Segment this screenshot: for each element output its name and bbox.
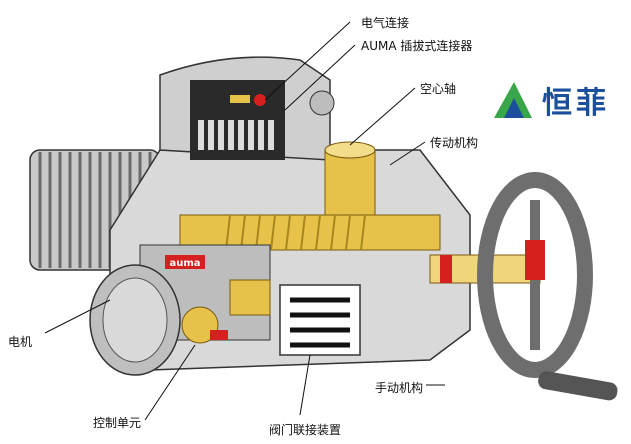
auma-plate: auma — [169, 258, 200, 269]
label-control-unit: 控制单元 — [90, 414, 145, 432]
worm-shaft — [179, 214, 541, 284]
label-hollow-shaft: 空心轴 — [417, 80, 460, 98]
label-electrical-connection: 电气连接 — [358, 14, 413, 32]
logo-text: 恒菲 — [542, 86, 610, 121]
motor-end-cover — [89, 264, 181, 376]
main-housing — [109, 56, 471, 371]
company-logo — [490, 70, 610, 126]
label-manual-mechanism: 手动机构 — [372, 379, 427, 397]
hollow-shaft — [324, 141, 376, 221]
label-transmission: 传动机构 — [427, 134, 482, 152]
handwheel — [477, 172, 618, 401]
label-auma-plug-connector: AUMA 插拔式连接器 — [358, 37, 476, 55]
label-valve-coupling: 阀门联接装置 — [266, 421, 345, 439]
valve-coupling — [279, 284, 361, 356]
label-motor: 电机 — [5, 333, 36, 351]
